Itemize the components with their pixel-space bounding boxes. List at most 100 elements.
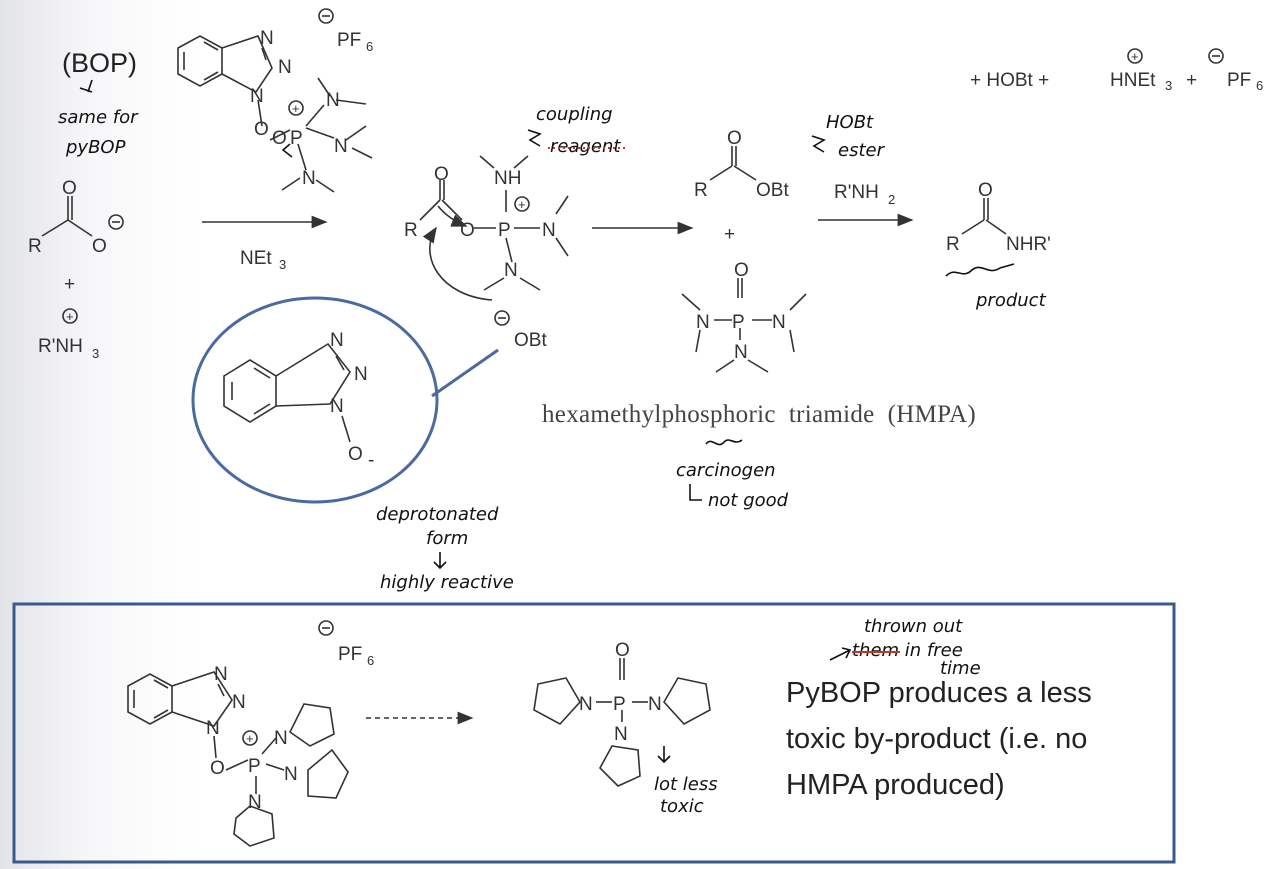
note-reagent: reagent bbox=[550, 136, 621, 157]
note-arrow-carcinogen bbox=[689, 484, 702, 501]
carboxylate-o: O bbox=[62, 178, 77, 199]
note-not-good: not good bbox=[708, 490, 789, 511]
carboxylate-structure bbox=[41, 196, 93, 237]
bop-p-charge-sign: + bbox=[292, 101, 300, 116]
bop-n5: N bbox=[334, 136, 348, 157]
bop-n2: N bbox=[278, 57, 292, 78]
mechanism-arrow-obt bbox=[422, 226, 493, 301]
note-hobt: HOBt bbox=[826, 112, 874, 133]
byproduct-hnet-sub: 3 bbox=[1165, 78, 1172, 93]
bop-n4: N bbox=[326, 90, 340, 111]
amine-charge bbox=[62, 308, 78, 324]
pybop-n1: N bbox=[214, 664, 228, 685]
oxide-n2: N bbox=[648, 694, 662, 715]
byproduct-pf6: PF bbox=[1227, 70, 1251, 91]
bop-label: (BOP) bbox=[62, 48, 137, 78]
hmpa-plus: + bbox=[724, 224, 735, 245]
hobt-ester-structure bbox=[709, 146, 757, 181]
pybop-n4: N bbox=[274, 728, 288, 749]
intermediate-n1: N bbox=[542, 220, 556, 241]
carboxylate-o-minus: O bbox=[92, 236, 107, 257]
statement-line-1: PyBOP produces a less bbox=[786, 677, 1092, 709]
statement-line-3: HMPA produced) bbox=[786, 769, 1005, 801]
note-same-for: same for bbox=[58, 107, 139, 128]
intermediate-r: R bbox=[404, 220, 418, 241]
hmpa-n3: N bbox=[734, 342, 748, 363]
hnet-charge bbox=[1127, 48, 1143, 64]
pf6-bottom-sub: 6 bbox=[367, 653, 374, 668]
note-lot-less: lot less bbox=[654, 774, 718, 795]
byproduct-pf6-sub: 6 bbox=[1256, 78, 1263, 93]
bop-n6: N bbox=[302, 168, 316, 189]
bop-structure bbox=[177, 35, 373, 193]
obt-ring-charge: - bbox=[368, 450, 374, 471]
hobt-ester-o: O bbox=[727, 128, 742, 149]
byproduct-plus: + bbox=[1186, 70, 1197, 91]
note-product: product bbox=[975, 290, 1047, 311]
note-toxic: toxic bbox=[660, 796, 704, 817]
bop-o2: O bbox=[272, 128, 287, 149]
oxide-n1: N bbox=[579, 694, 593, 715]
note-form: form bbox=[426, 528, 468, 549]
pybop-p-charge-sign: + bbox=[246, 731, 254, 746]
pybop-p: P bbox=[248, 756, 261, 777]
pybop-box bbox=[12, 602, 1176, 864]
intermediate-structure bbox=[419, 155, 569, 291]
reactant-plus: + bbox=[64, 274, 75, 295]
carboxylate-r: R bbox=[28, 236, 42, 257]
highlight-ring bbox=[191, 296, 439, 504]
bop-p-charge bbox=[288, 100, 304, 116]
carboxylate-charge bbox=[108, 214, 124, 230]
oxide-o: O bbox=[615, 640, 630, 661]
note-arrow-form bbox=[433, 552, 447, 570]
reactant-amine: R'NH bbox=[38, 336, 83, 357]
intermediate-n2: N bbox=[504, 260, 518, 281]
pybop-structure bbox=[127, 671, 349, 847]
hmpa-structure bbox=[681, 278, 807, 373]
note-highly-reactive: highly reactive bbox=[380, 572, 514, 593]
intermediate-nh: NH bbox=[494, 168, 521, 189]
hmpa-n1: N bbox=[696, 312, 710, 333]
note-thrown-out: thrown out bbox=[864, 616, 963, 637]
note-coupling: coupling bbox=[536, 104, 613, 125]
obt-ring-n2: N bbox=[354, 364, 368, 385]
note-brace-coupling bbox=[527, 129, 542, 147]
obt-ring-o: O bbox=[348, 444, 363, 465]
note-brace-hobt bbox=[811, 135, 826, 153]
pybop-p-charge bbox=[242, 730, 258, 746]
note-pybop: pyBOP bbox=[65, 137, 126, 158]
intermediate-p: P bbox=[498, 220, 511, 241]
oxide-n3: N bbox=[614, 724, 628, 745]
pybop-o: O bbox=[210, 758, 225, 779]
product-nhr: NHR' bbox=[1006, 234, 1051, 255]
intermediate-p-charge bbox=[514, 196, 530, 212]
intermediate-p-charge-sign: + bbox=[518, 197, 526, 212]
hobt-ester-r: R bbox=[694, 180, 708, 201]
pybop-n5: N bbox=[284, 764, 298, 785]
obt-highlight bbox=[191, 296, 499, 504]
amide-structure bbox=[961, 198, 1007, 235]
obt-ring-n1: N bbox=[330, 330, 344, 351]
statement-line-2: toxic by-product (i.e. no bbox=[786, 723, 1087, 755]
note-ester: ester bbox=[838, 140, 886, 161]
hmpa-o: O bbox=[734, 260, 749, 281]
hmpa-name: hexamethylphosphoric triamide (HMPA) bbox=[542, 401, 976, 428]
pybop-n6: N bbox=[248, 792, 262, 813]
reactant-amine-sub: 3 bbox=[92, 346, 99, 361]
pf6-charge-bottom bbox=[318, 620, 334, 636]
note-them: them in free bbox=[852, 640, 963, 661]
pf6-top-sub: 6 bbox=[366, 39, 373, 54]
base-label: NEt bbox=[240, 248, 272, 269]
note-deprotonated: deprotonated bbox=[376, 504, 499, 525]
pf6-top: PF bbox=[337, 30, 361, 51]
hmpa-p: P bbox=[732, 312, 745, 333]
amine-reagent-sub: 2 bbox=[888, 192, 895, 207]
amine-charge-sign: + bbox=[66, 309, 74, 324]
bop-o: O bbox=[254, 119, 269, 140]
hnet-charge-sign: + bbox=[1131, 49, 1139, 64]
oxide-p: P bbox=[613, 694, 626, 715]
byproduct-hobt: + HOBt + bbox=[970, 70, 1049, 91]
note-hook-p bbox=[281, 143, 293, 158]
obt-anion-charge bbox=[494, 310, 510, 326]
